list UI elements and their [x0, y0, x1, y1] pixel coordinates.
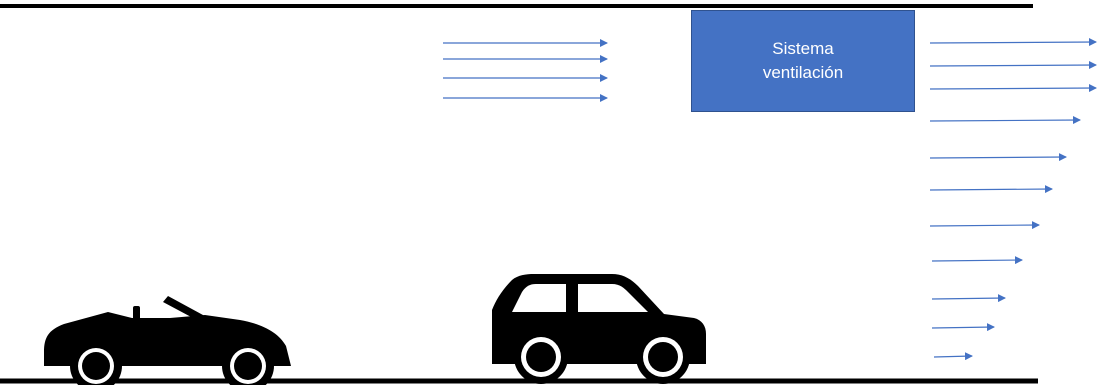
- downstream-arrow: [930, 225, 1039, 226]
- ventilation-system-box: Sistema ventilación: [691, 10, 915, 112]
- downstream-arrow: [930, 42, 1096, 43]
- downstream-arrow: [930, 65, 1096, 66]
- downstream-velocity-profile: [930, 42, 1096, 357]
- upstream-airflow-arrows: [443, 43, 607, 98]
- downstream-arrow: [932, 298, 1005, 299]
- ventilation-system-label: Sistema ventilación: [763, 37, 843, 85]
- downstream-arrow: [932, 327, 994, 328]
- sedan-car-icon: [492, 274, 706, 384]
- downstream-arrow: [930, 157, 1066, 158]
- downstream-arrow: [930, 88, 1096, 89]
- downstream-arrow: [930, 120, 1080, 121]
- convertible-car-icon: [44, 296, 291, 385]
- downstream-arrow: [930, 189, 1052, 190]
- downstream-arrow: [932, 260, 1022, 261]
- downstream-arrow: [934, 356, 972, 357]
